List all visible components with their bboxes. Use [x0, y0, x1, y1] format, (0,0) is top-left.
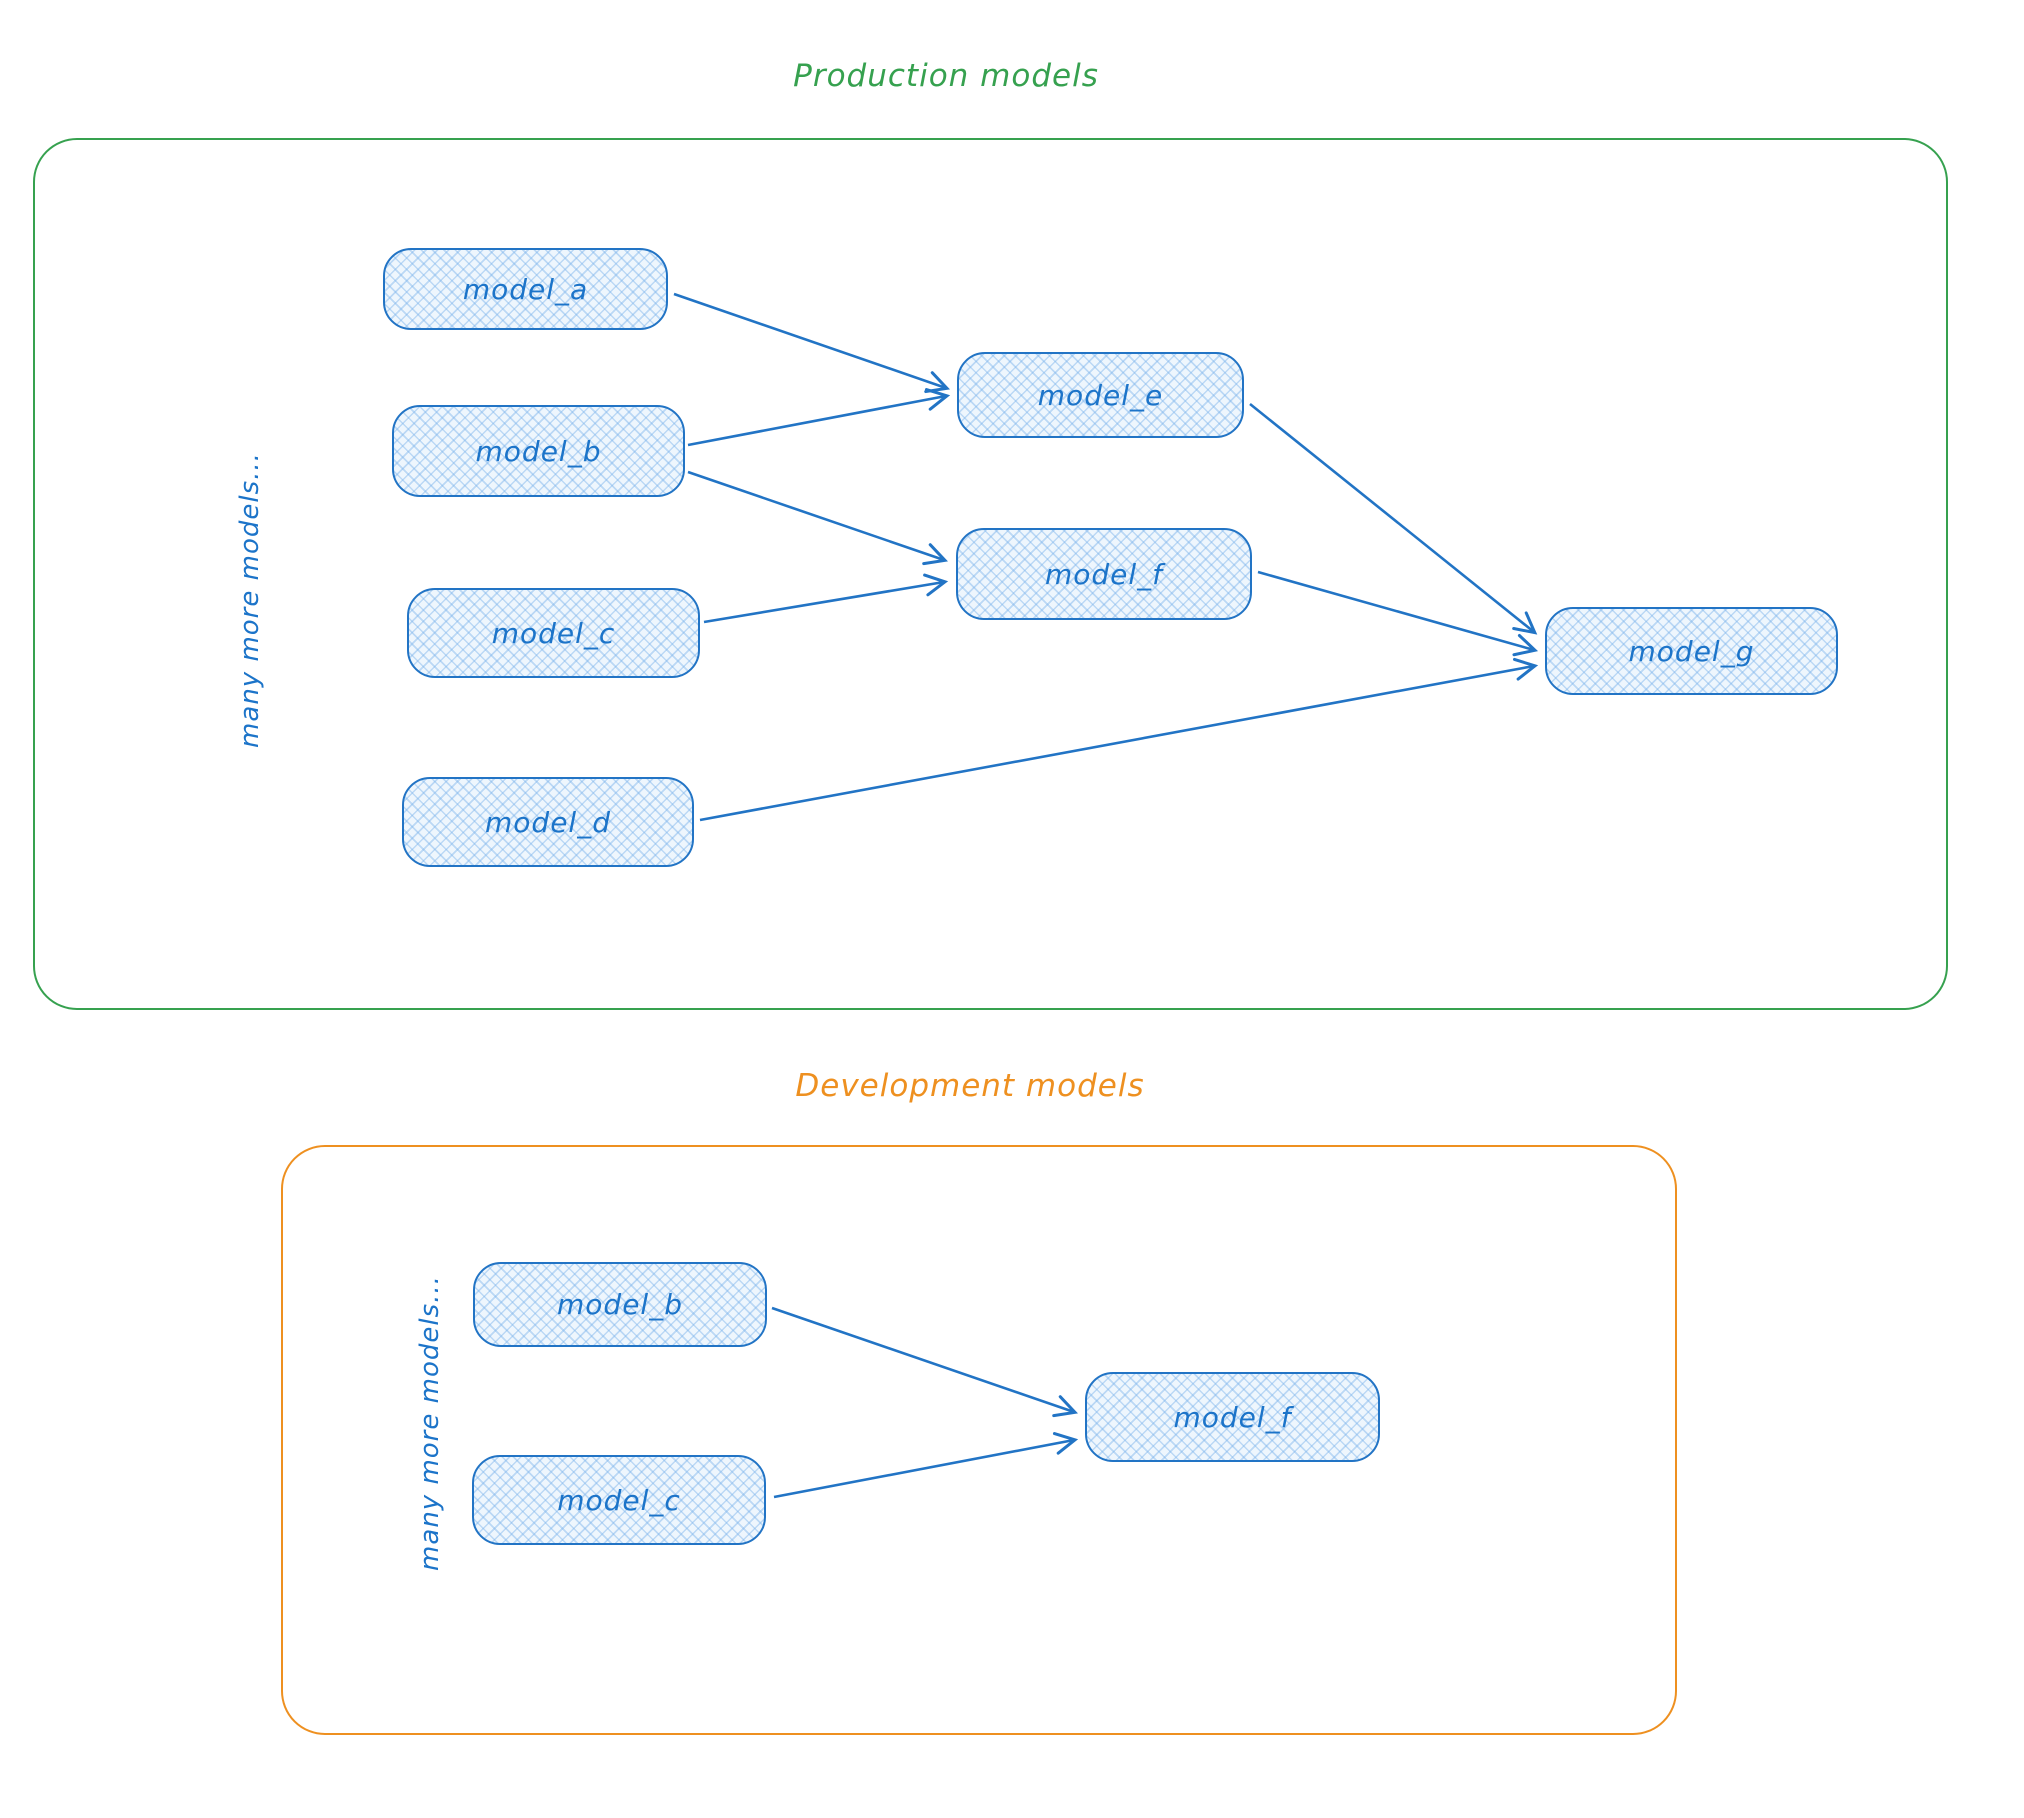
development-side-label: many more models...: [415, 1275, 445, 1571]
node-model-d-label: model_d: [485, 805, 611, 839]
node-model-c-label: model_c: [491, 616, 616, 650]
node-model-c: model_c: [407, 588, 700, 678]
production-side-label: many more models...: [235, 452, 265, 748]
node-dev-model-c-label: model_c: [557, 1483, 681, 1517]
node-model-g-label: model_g: [1628, 634, 1755, 668]
node-model-e: model_e: [957, 352, 1244, 438]
node-model-d: model_d: [402, 777, 694, 867]
node-model-f: model_f: [956, 528, 1252, 620]
node-model-g: model_g: [1545, 607, 1838, 695]
node-dev-model-b: model_b: [473, 1262, 767, 1347]
node-dev-model-c: model_c: [472, 1455, 766, 1545]
node-model-a: model_a: [383, 248, 668, 330]
node-model-e-label: model_e: [1037, 378, 1164, 412]
node-dev-model-f: model_f: [1085, 1372, 1380, 1462]
development-container: [281, 1145, 1677, 1735]
production-container: [33, 138, 1948, 1010]
development-title: Development models: [795, 1068, 1145, 1104]
node-model-f-label: model_f: [1044, 557, 1164, 591]
node-model-b-label: model_b: [475, 434, 602, 468]
node-dev-model-b-label: model_b: [557, 1288, 683, 1321]
node-model-a-label: model_a: [462, 272, 589, 306]
node-model-b: model_b: [392, 405, 685, 497]
node-dev-model-f-label: model_f: [1173, 1400, 1292, 1434]
production-title: Production models: [793, 58, 1099, 94]
